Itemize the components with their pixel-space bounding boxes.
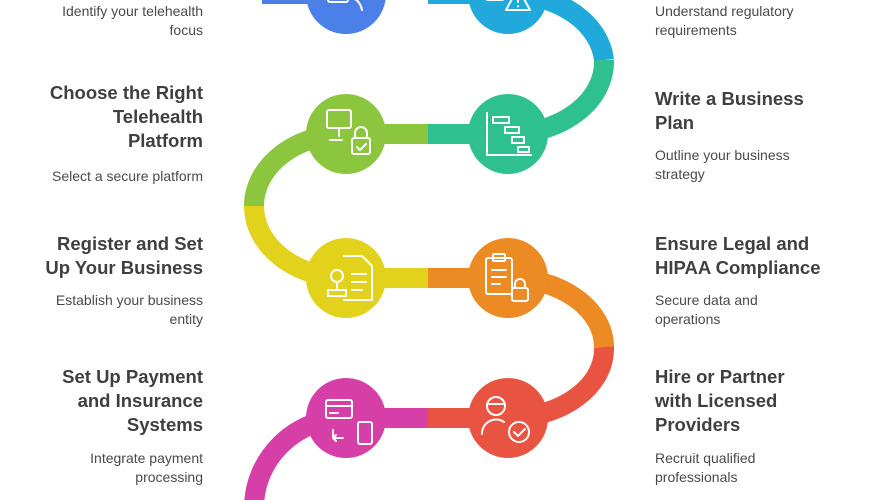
document-warning-icon	[485, 0, 531, 11]
node-identify-focus	[306, 0, 386, 34]
path-segment-cyan	[428, 0, 614, 62]
user-check-icon	[480, 396, 530, 443]
document-hand-icon	[327, 0, 363, 11]
node-register	[306, 238, 386, 318]
node-legal	[468, 238, 548, 318]
step-title-providers: Hire or Partner with Licensed Providers	[655, 366, 785, 435]
clipboard-lock-icon	[485, 253, 529, 302]
computer-lock-icon	[326, 109, 371, 155]
node-platform	[306, 94, 386, 174]
step-title-register: Register and Set Up Your Business	[45, 233, 203, 278]
node-business-plan	[468, 94, 548, 174]
node-regulatory	[468, 0, 548, 34]
node-payment	[306, 378, 386, 458]
node-providers	[468, 378, 548, 458]
step-desc-register: Establish your business entity	[55, 292, 203, 327]
document-stamp-icon	[327, 255, 373, 301]
step-desc-legal: Secure data and operations	[655, 292, 758, 327]
step-desc-platform: Select a secure platform	[52, 168, 203, 184]
step-title-business-plan: Write a Business Plan	[655, 88, 804, 133]
step-desc-business-plan: Outline your business strategy	[655, 147, 790, 182]
gantt-chart-icon	[486, 112, 532, 156]
step-desc-identify-focus: Identify your telehealth focus	[62, 3, 203, 38]
step-desc-payment: Integrate payment processing	[90, 450, 203, 485]
step-title-platform: Choose the Right Telehealth Platform	[49, 82, 203, 151]
step-desc-regulatory: Understand regulatory requirements	[655, 3, 794, 38]
card-phone-icon	[325, 399, 373, 445]
step-desc-providers: Recruit qualified professionals	[655, 450, 756, 485]
step-title-legal: Ensure Legal and HIPAA Compliance	[655, 233, 821, 278]
step-title-payment: Set Up Payment and Insurance Systems	[62, 366, 203, 435]
